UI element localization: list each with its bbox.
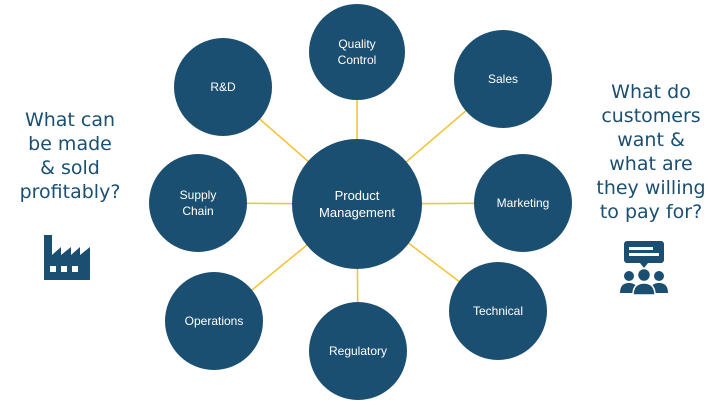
left-question-text: What can be made & sold profitably? (19, 109, 121, 203)
right-question-text: What do customers want & what are they w… (596, 81, 706, 223)
node-supply-chain: Supply Chain (149, 154, 247, 252)
node-rnd: R&D (174, 38, 272, 136)
node-regulatory: Regulatory (309, 302, 407, 400)
node-sales-label: Sales (487, 72, 519, 86)
node-marketing-label: Marketing (496, 196, 550, 210)
node-product-management: Product Management (292, 139, 422, 269)
node-quality-control: Quality Control (309, 4, 405, 100)
node-quality-control-label: Quality Control (337, 37, 377, 67)
node-sales: Sales (454, 30, 552, 128)
node-technical-label: Technical (472, 304, 524, 318)
node-operations-label: Operations (184, 314, 244, 328)
node-product-management-label: Product Management (319, 188, 395, 220)
node-operations: Operations (165, 272, 263, 370)
node-technical: Technical (449, 262, 547, 360)
audience-presentation-icon (620, 241, 668, 296)
factory-icon (44, 235, 90, 280)
node-supply-chain-label: Supply Chain (179, 188, 217, 218)
node-marketing: Marketing (474, 154, 572, 252)
node-regulatory-label: Regulatory (328, 344, 388, 358)
node-rnd-label: R&D (210, 80, 236, 94)
